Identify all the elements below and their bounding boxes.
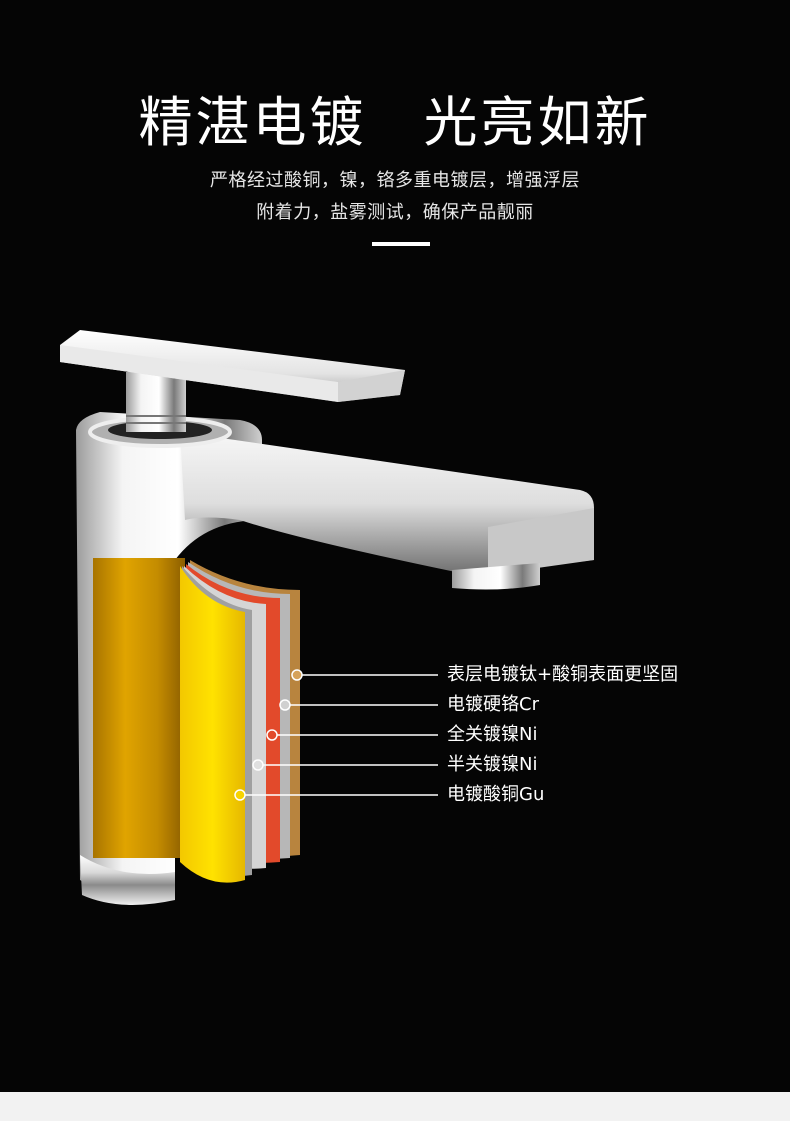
dot-chrome bbox=[279, 699, 291, 711]
faucet-illustration bbox=[60, 330, 594, 905]
product-poster: 精湛电镀 光亮如新 严格经过酸铜，镍，铬多重电镀层，增强浮层 附着力，盐雾测试，… bbox=[0, 0, 790, 1092]
layer-label-chrome: 电镀硬铬Cr bbox=[447, 694, 539, 715]
title-divider bbox=[372, 242, 430, 246]
layer-label-acid-copper: 电镀酸铜Gu bbox=[447, 784, 545, 805]
dot-semi-nickel bbox=[252, 759, 264, 771]
faucet-base bbox=[80, 855, 175, 905]
layer-label-bright-nickel: 全关镀镍Ni bbox=[447, 724, 538, 745]
cutaway-inner-yellow bbox=[180, 566, 245, 883]
dot-titanium bbox=[291, 669, 303, 681]
dot-acid-copper bbox=[234, 789, 246, 801]
bottom-strip bbox=[0, 1092, 790, 1121]
subtitle-line-1: 严格经过酸铜，镍，铬多重电镀层，增强浮层 bbox=[210, 170, 580, 191]
aerator bbox=[452, 563, 540, 590]
layer-label-titanium: 表层电镀钛+酸铜表面更坚固 bbox=[447, 664, 679, 685]
spout-front-face bbox=[488, 508, 594, 575]
subtitle-line-2: 附着力，盐雾测试，确保产品靓丽 bbox=[256, 202, 534, 223]
headline: 精湛电镀 光亮如新 bbox=[138, 91, 652, 154]
cutaway-outer-copper bbox=[93, 558, 185, 858]
dot-bright-nickel bbox=[266, 729, 278, 741]
layer-label-semi-nickel: 半关镀镍Ni bbox=[447, 754, 538, 775]
